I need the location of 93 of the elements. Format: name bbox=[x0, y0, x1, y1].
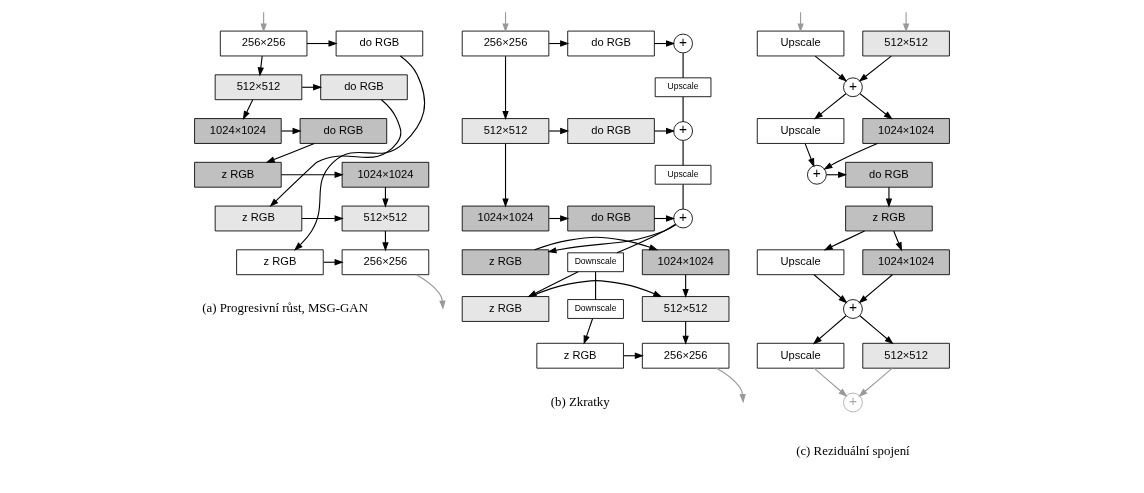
node-circle: + bbox=[807, 164, 827, 185]
arrow bbox=[415, 274, 446, 310]
node-box: 1024×1024 bbox=[641, 249, 730, 276]
node-box: 1024×1024 bbox=[194, 118, 282, 144]
arrow bbox=[653, 215, 676, 222]
arrow bbox=[893, 230, 902, 252]
node-box: z RGB bbox=[214, 205, 303, 232]
arrow bbox=[502, 55, 509, 120]
node-box: Upscale bbox=[654, 77, 712, 98]
arrow bbox=[859, 315, 894, 345]
node-box: Downscale bbox=[567, 299, 624, 319]
arrow bbox=[257, 55, 264, 77]
node-box: do RGB bbox=[567, 205, 655, 232]
node-box: Upscale bbox=[756, 249, 845, 276]
arrow bbox=[858, 55, 892, 82]
node-box: 512×512 bbox=[341, 205, 430, 232]
arrow bbox=[823, 143, 878, 170]
connector bbox=[682, 140, 684, 166]
arrow bbox=[502, 143, 509, 208]
node-circle: + bbox=[843, 77, 863, 98]
node-circle: + bbox=[673, 121, 693, 141]
arrow bbox=[858, 274, 893, 304]
node-box: 512×512 bbox=[461, 118, 550, 144]
connector bbox=[595, 271, 597, 301]
node-box: Upscale bbox=[756, 118, 845, 144]
label: (a) Progresivní růst, MSG-GAN bbox=[202, 301, 368, 315]
arrow bbox=[902, 11, 910, 33]
node-box: do RGB bbox=[335, 30, 424, 57]
arrow bbox=[813, 274, 848, 304]
node-circle: + bbox=[843, 299, 863, 319]
connector bbox=[616, 223, 677, 254]
node-box: do RGB bbox=[845, 161, 933, 188]
arrow bbox=[242, 99, 254, 120]
node-box: do RGB bbox=[567, 30, 655, 57]
label: (b) Zkratky bbox=[550, 394, 610, 409]
node-box: z RGB bbox=[236, 249, 324, 276]
node-box: 1024×1024 bbox=[341, 161, 430, 188]
arrow bbox=[825, 171, 848, 178]
arrow bbox=[813, 93, 847, 120]
arrow bbox=[653, 127, 676, 135]
arrow bbox=[812, 315, 847, 345]
node-box: 256×256 bbox=[219, 30, 308, 57]
node-box: Upscale bbox=[756, 30, 845, 57]
node-box: z RGB bbox=[461, 249, 550, 276]
node-circle: + bbox=[673, 208, 693, 229]
node-box: Upscale bbox=[756, 342, 845, 369]
arrow bbox=[548, 127, 570, 135]
arrow bbox=[804, 143, 815, 168]
arrow bbox=[534, 236, 659, 251]
node-box: do RGB bbox=[299, 118, 388, 144]
arrow bbox=[293, 55, 426, 251]
node-box: z RGB bbox=[536, 342, 624, 369]
node-box: do RGB bbox=[320, 74, 408, 101]
node-box: 256×256 bbox=[341, 249, 430, 276]
node-box: do RGB bbox=[567, 118, 655, 144]
arrow bbox=[281, 127, 302, 135]
connector bbox=[682, 96, 684, 123]
node-box: z RGB bbox=[194, 161, 282, 188]
node-box: 256×256 bbox=[641, 342, 730, 369]
connector bbox=[682, 52, 684, 79]
arrow bbox=[858, 367, 893, 397]
node-box: 1024×1024 bbox=[461, 205, 550, 232]
node-box: 1024×1024 bbox=[862, 249, 950, 276]
node-box: 1024×1024 bbox=[862, 118, 950, 144]
node-circle: + bbox=[673, 33, 693, 54]
connector bbox=[682, 183, 684, 210]
arrow bbox=[306, 40, 338, 47]
node-box: z RGB bbox=[461, 296, 550, 322]
arrow bbox=[653, 40, 676, 47]
node-box: 512×512 bbox=[862, 30, 950, 57]
arrow bbox=[583, 317, 594, 345]
arrow bbox=[823, 230, 866, 251]
label: (c) Reziduální spojení bbox=[796, 444, 910, 459]
arrow bbox=[547, 224, 677, 254]
node-box: 512×512 bbox=[641, 296, 730, 322]
arrow bbox=[280, 171, 344, 178]
arrow bbox=[813, 367, 848, 397]
arrow bbox=[814, 55, 848, 82]
node-box: Upscale bbox=[654, 164, 712, 185]
node-box: z RGB bbox=[845, 205, 933, 232]
node-box: 512×512 bbox=[862, 342, 950, 369]
arrow bbox=[269, 99, 402, 207]
node-box: 512×512 bbox=[214, 74, 303, 101]
arrow bbox=[885, 186, 893, 208]
arrow bbox=[265, 142, 315, 163]
node-box: 256×256 bbox=[461, 30, 550, 57]
node-box: Downscale bbox=[567, 252, 624, 273]
arrow bbox=[301, 215, 344, 222]
arrow bbox=[859, 93, 893, 120]
arrow bbox=[715, 367, 746, 404]
node-circle: + bbox=[843, 392, 863, 413]
arrow bbox=[530, 280, 663, 298]
arrow bbox=[682, 320, 689, 345]
